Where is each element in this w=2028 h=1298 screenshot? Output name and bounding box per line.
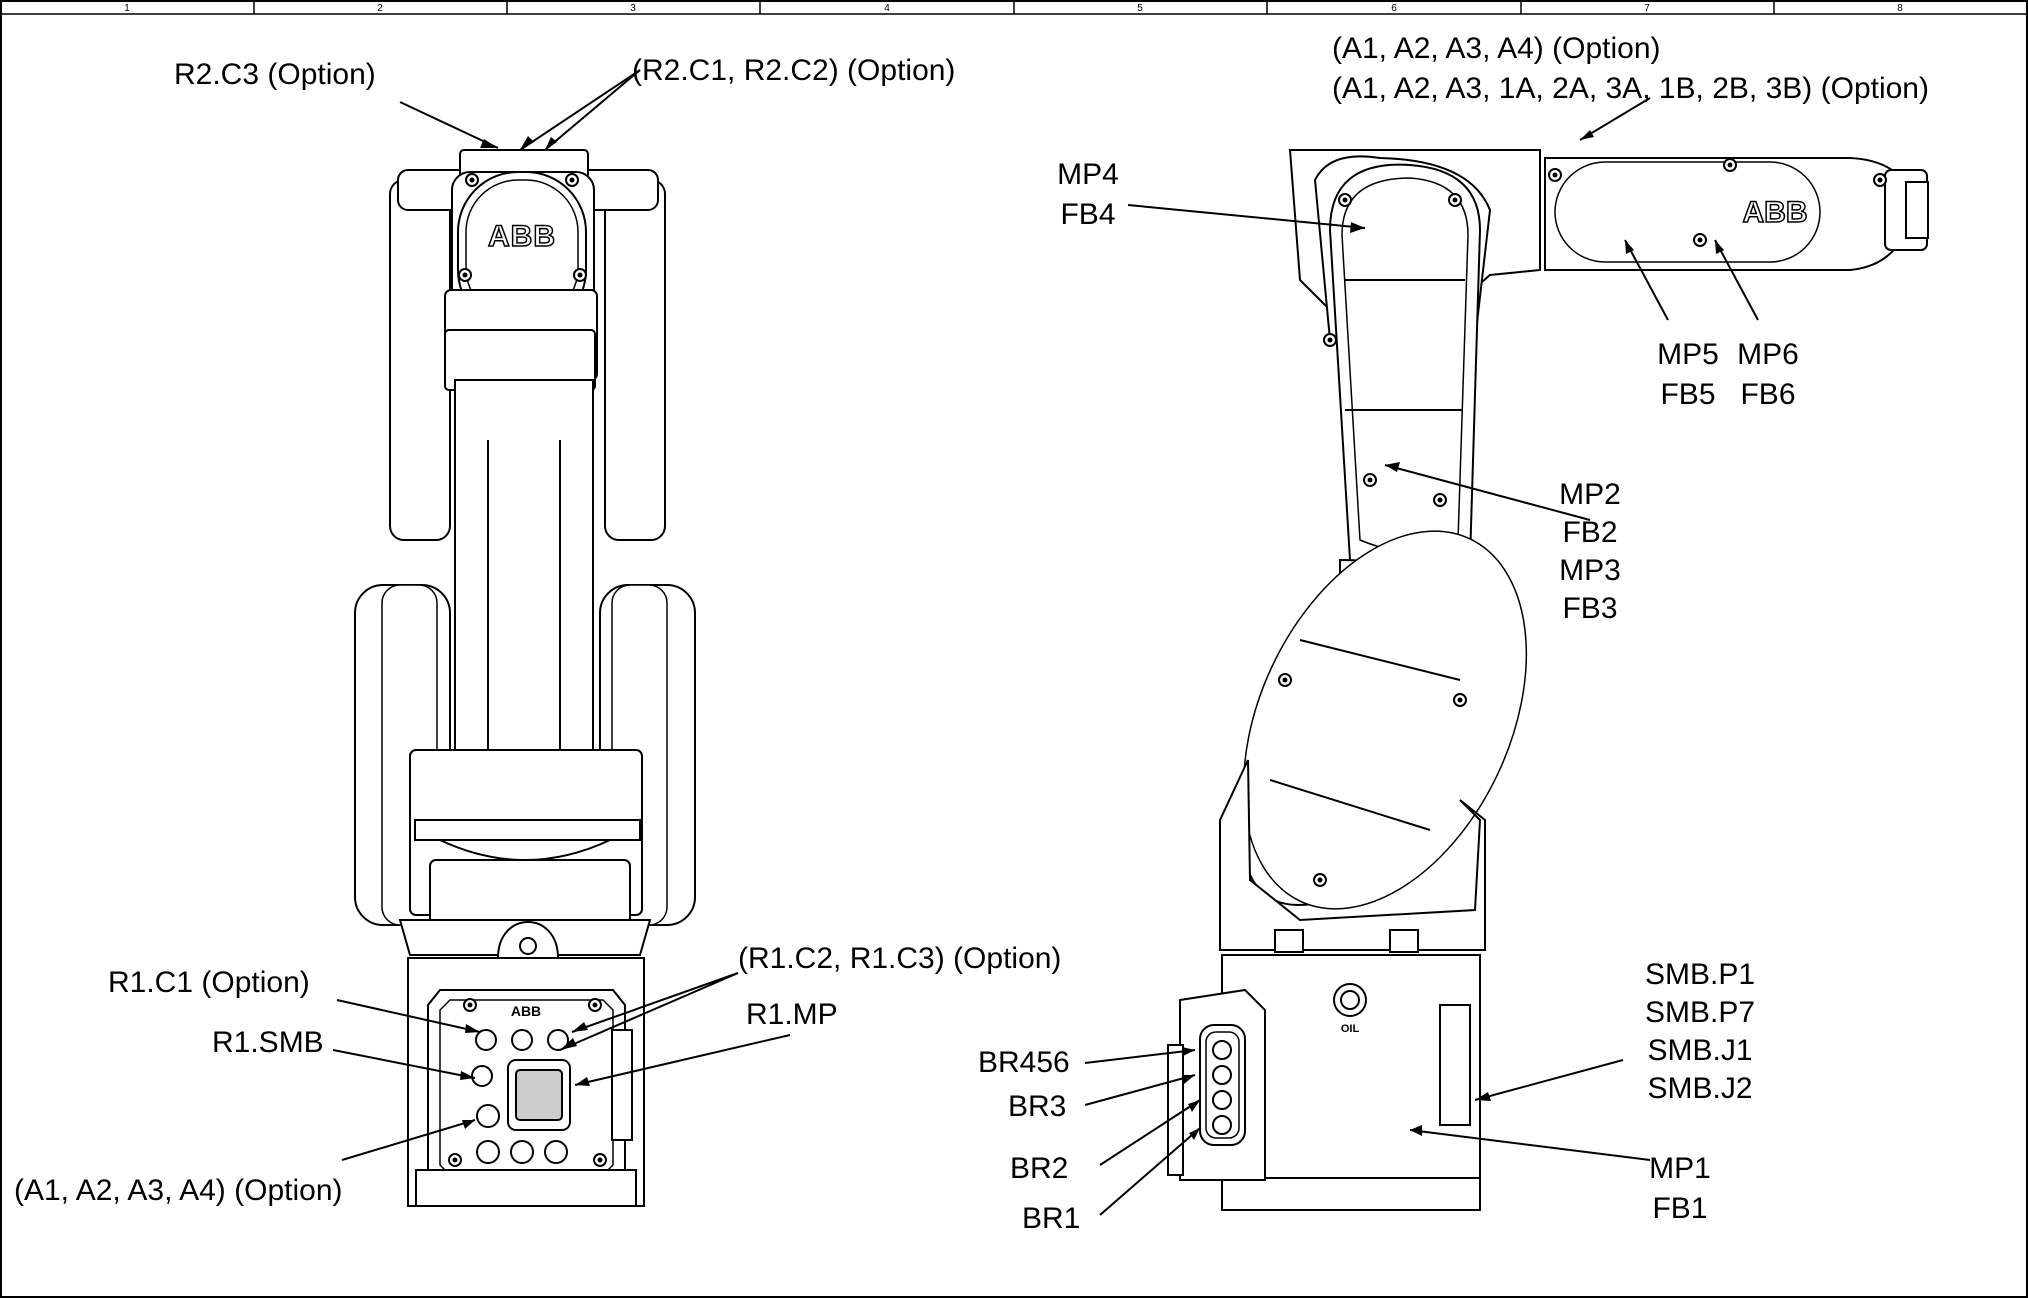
- robot-side-view: ABB OIL: [1167, 149, 1929, 1211]
- label-smb-p1: SMB.P1: [1645, 958, 1755, 991]
- label-smb-p7: SMB.P7: [1645, 996, 1755, 1029]
- zone-marker-2: 2: [377, 3, 383, 14]
- zone-marker-3: 3: [630, 3, 636, 14]
- zone-marker-1: 1: [124, 3, 130, 14]
- label-a-option-top-2: (A1, A2, A3, 1A, 2A, 3A, 1B, 2B, 3B) (Op…: [1332, 72, 1929, 105]
- label-br3: BR3: [1008, 1090, 1066, 1123]
- zone-marker-8: 8: [1897, 3, 1903, 14]
- label-fb3: FB3: [1562, 592, 1617, 625]
- label-mp5: MP5: [1657, 338, 1719, 371]
- label-mp1: MP1: [1649, 1152, 1711, 1185]
- label-mp4: MP4: [1057, 158, 1119, 191]
- label-fb1: FB1: [1652, 1192, 1707, 1225]
- label-fb4: FB4: [1060, 198, 1115, 231]
- label-mp3: MP3: [1559, 554, 1621, 587]
- zone-marker-7: 7: [1644, 3, 1650, 14]
- label-r1c2-r1c3: (R1.C2, R1.C3) (Option): [738, 942, 1061, 975]
- label-smb-j1: SMB.J1: [1647, 1034, 1752, 1067]
- abb-logo-side: ABB: [1743, 196, 1808, 229]
- label-mp6: MP6: [1737, 338, 1799, 371]
- label-r1smb: R1.SMB: [212, 1026, 324, 1059]
- zone-marker-4: 4: [884, 3, 890, 14]
- abb-logo-base-front: ABB: [511, 1003, 541, 1019]
- label-br456: BR456: [978, 1046, 1070, 1079]
- label-fb5: FB5: [1660, 378, 1715, 411]
- label-r1c1: R1.C1 (Option): [108, 966, 310, 999]
- label-a-option-bottom: (A1, A2, A3, A4) (Option): [14, 1174, 343, 1207]
- label-fb6: FB6: [1740, 378, 1795, 411]
- label-smb-j2: SMB.J2: [1647, 1072, 1752, 1105]
- label-mp2: MP2: [1559, 478, 1621, 511]
- label-a-option-top-1: (A1, A2, A3, A4) (Option): [1332, 32, 1661, 65]
- robot-front-view: ABB ABB: [354, 149, 696, 1207]
- label-r1mp: R1.MP: [746, 998, 838, 1031]
- zone-marker-6: 6: [1391, 3, 1397, 14]
- label-r2c3: R2.C3 (Option): [174, 58, 376, 91]
- label-fb2: FB2: [1562, 516, 1617, 549]
- label-br2: BR2: [1010, 1152, 1068, 1185]
- oil-port-label: OIL: [1341, 1023, 1360, 1035]
- zone-marker-5: 5: [1137, 3, 1143, 14]
- label-br1: BR1: [1022, 1202, 1080, 1235]
- label-r2c1-r2c2: (R2.C1, R2.C2) (Option): [632, 54, 955, 87]
- abb-logo-front: ABB: [488, 220, 556, 253]
